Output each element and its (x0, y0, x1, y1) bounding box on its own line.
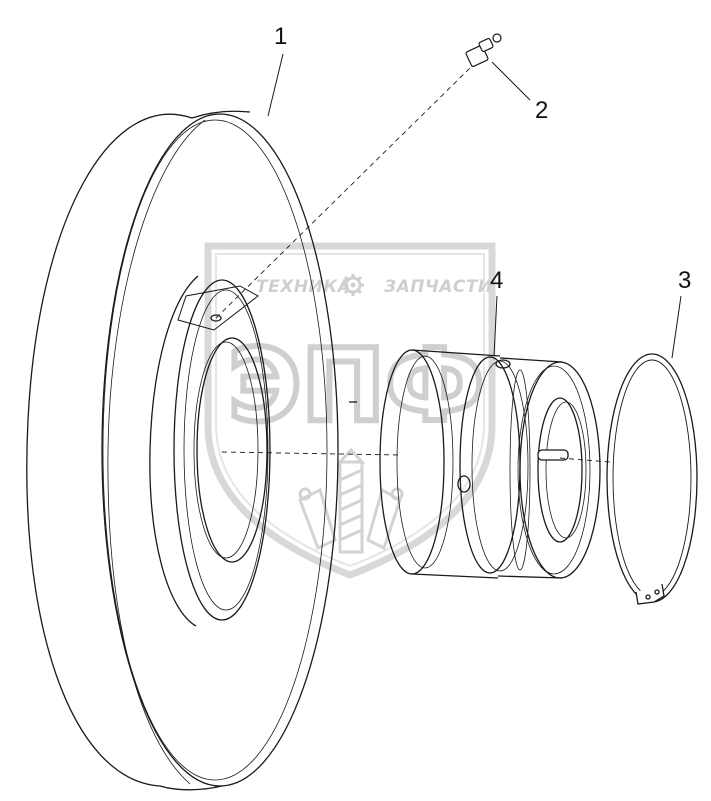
part-1-pulley (26, 110, 357, 791)
callout-1: 1 (274, 23, 287, 50)
part-4-bearing-sleeve (379, 349, 601, 579)
assembly-axis-lines (215, 65, 611, 463)
watermark: ТЕХНИКА ЗАПЧАСТИ ЭПФ (204, 242, 496, 579)
watermark-shield-icon (204, 242, 496, 579)
callout-leaders (267, 53, 682, 359)
callout-3: 3 (678, 267, 691, 294)
callout-4: 4 (490, 267, 503, 294)
watermark-left-word: ТЕХНИКА (256, 277, 351, 297)
watermark-right-word: ЗАПЧАСТИ (383, 277, 493, 297)
callout-2: 2 (535, 97, 548, 124)
part-2-grease-nipple (465, 33, 502, 67)
watermark-logo: ЭПФ (228, 327, 484, 444)
watermark-gear-icon (342, 274, 364, 296)
watermark-wheat-icon (298, 447, 404, 554)
part-3-retaining-ring (606, 353, 698, 605)
